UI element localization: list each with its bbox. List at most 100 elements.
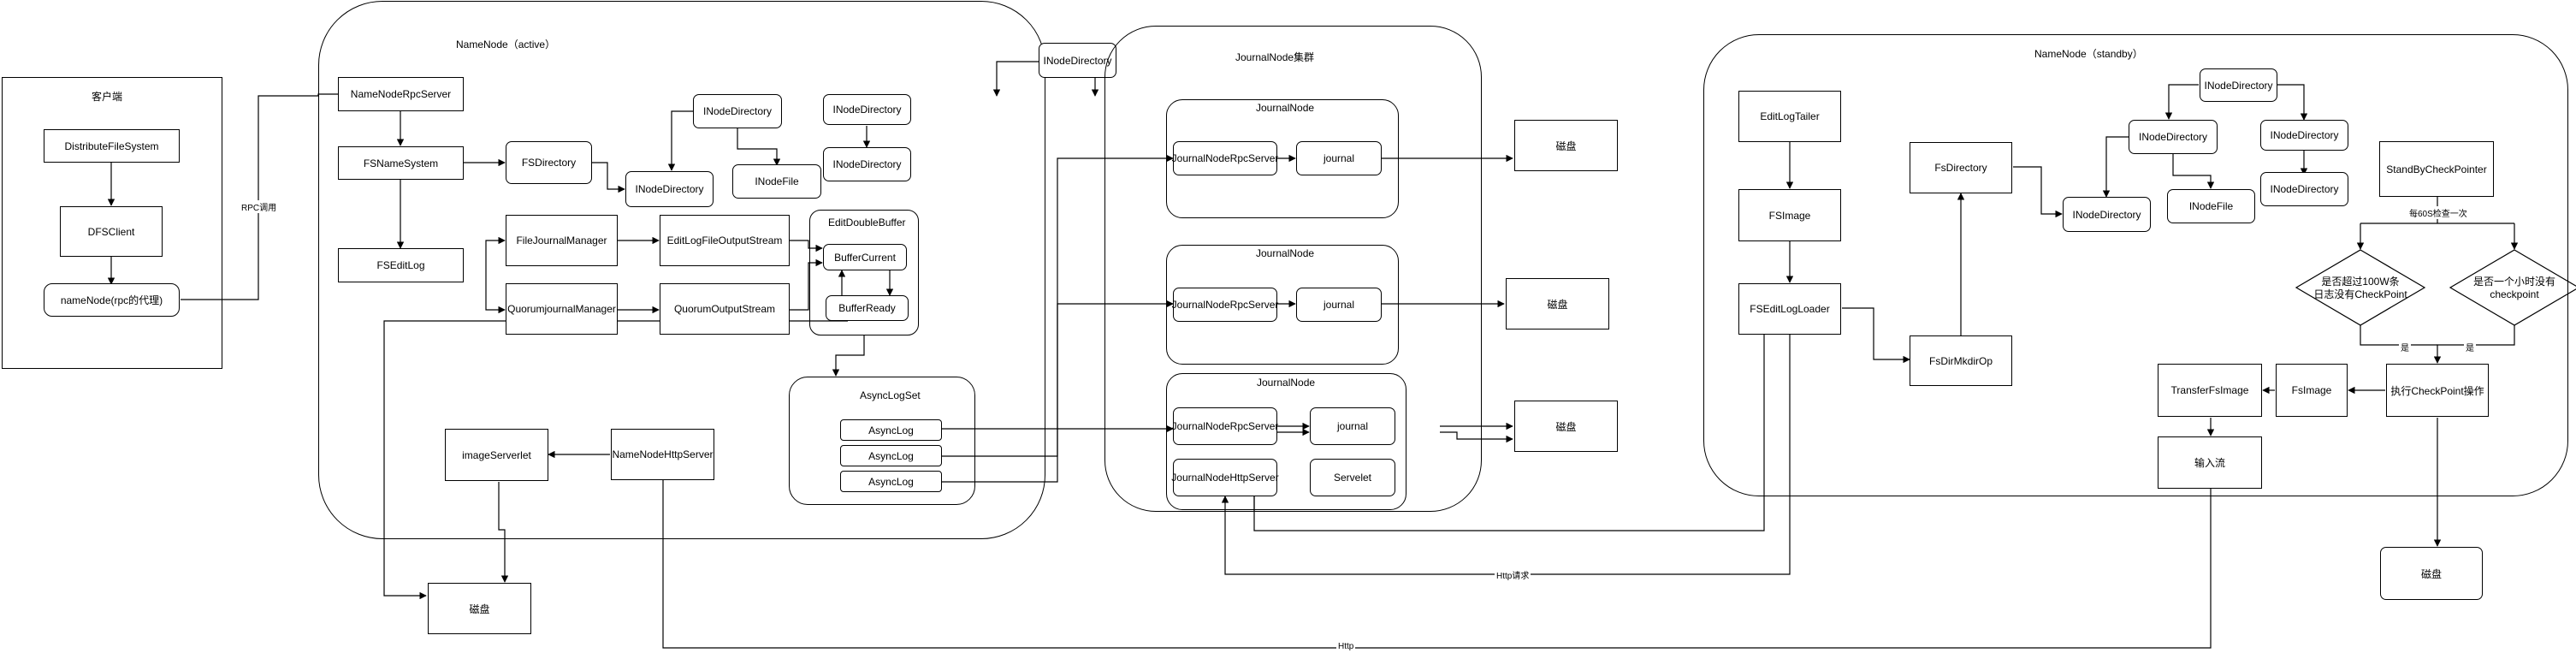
yes-label-2: 是: [2464, 341, 2476, 353]
sb-fs-directory-box[interactable]: FsDirectory: [1910, 142, 2012, 193]
arrow-servlet-to-disk: [1440, 431, 1513, 443]
http-request-label: Http请求: [1495, 568, 1531, 581]
namenode-http-server-box[interactable]: NameNodeHttpServer: [611, 429, 714, 480]
fs-dir-mkdir-op-box[interactable]: FsDirMkdirOp: [1910, 335, 2012, 386]
buffer-ready-box[interactable]: BufferReady: [826, 295, 909, 321]
client-panel: [2, 77, 222, 369]
diamond-editlog-shape: [2295, 249, 2426, 326]
do-checkpoint-box[interactable]: 执行CheckPoint操作: [2386, 364, 2489, 417]
diamond-hour-shape: [2449, 249, 2576, 326]
arrow-quorumstream-to-buffer: [790, 258, 823, 311]
sb-inode-dir-mid-left-box[interactable]: INodeDirectory: [2129, 120, 2218, 154]
active-disk-box[interactable]: 磁盘: [428, 583, 531, 634]
journal-cluster-panel: [1104, 26, 1482, 512]
editlog-tailer-box[interactable]: EditLogTailer: [1738, 91, 1841, 142]
transfer-fsimage-box[interactable]: TransferFsImage: [2158, 364, 2262, 417]
jn3-http-server-box[interactable]: JournalNodeHttpServer: [1171, 459, 1279, 496]
cond-editlog-text: 是否超过100W条 日志没有CheckPoint: [2313, 276, 2407, 300]
cond-hour-text: 是否一个小时没有 checkpoint: [2472, 276, 2555, 300]
namenode-proxy-box[interactable]: nameNode(rpc的代理): [44, 283, 180, 317]
http-label: Http: [1336, 642, 1356, 651]
buffer-current-box[interactable]: BufferCurrent: [823, 244, 907, 270]
async-logset-title: AsyncLogSet: [860, 389, 921, 401]
arrow-sb-inode-top-to-left: [2164, 84, 2199, 120]
distribute-fs-box[interactable]: DistributeFileSystem: [44, 129, 180, 163]
jn3-journal-box[interactable]: journal: [1310, 407, 1395, 445]
arrow-sb-inode-left-to-bottomleft: [2102, 136, 2129, 198]
sb-inode-dir-top-box[interactable]: INodeDirectory: [2200, 68, 2277, 102]
fs-editlog-box[interactable]: FSEditLog: [338, 248, 464, 282]
arrow-loader-to-mkdir: [1842, 307, 1910, 364]
jn1-rpc-server-box[interactable]: JournalNodeRpcServer: [1172, 141, 1278, 175]
arrow-imageservlet-to-disk: [498, 482, 509, 583]
arrow-fsdirectory-to-inodedir: [2013, 166, 2063, 218]
journal-node-3-title: JournalNode: [1257, 377, 1316, 389]
editlog-file-output-stream-box[interactable]: EditLogFileOutputStream: [660, 215, 790, 266]
arrow-sb-inode-left-to-file: [2172, 154, 2215, 189]
arrow-fsdirectory-to-inode: [592, 162, 625, 193]
jn2-disk-box[interactable]: 磁盘: [1506, 278, 1609, 330]
input-stream-box[interactable]: 输入流: [2158, 436, 2262, 489]
async-log-3-box[interactable]: AsyncLog: [840, 471, 942, 492]
arrow-fseditlog-to-filejournal: [485, 236, 506, 265]
jn1-journal-box[interactable]: journal: [1296, 141, 1382, 175]
rpc-call-line: [181, 93, 338, 300]
async-log-1-box[interactable]: AsyncLog: [840, 419, 942, 441]
edit-double-buffer-title: EditDoubleBuffer: [828, 217, 906, 229]
jn1-disk-box[interactable]: 磁盘: [1514, 120, 1618, 171]
arrow-fseditlog-to-quorum: [485, 265, 506, 314]
quorum-journal-manager-box[interactable]: QuorumjournalManager: [506, 283, 618, 335]
sb-disk-box[interactable]: 磁盘: [2380, 547, 2483, 600]
journal-node-1-title: JournalNode: [1256, 102, 1315, 114]
jn2-journal-box[interactable]: journal: [1296, 288, 1382, 322]
dfs-client-box[interactable]: DFSClient: [60, 206, 163, 257]
arrow-outputstream-to-buffer: [790, 240, 823, 252]
rpc-call-label: RPC调用: [240, 200, 279, 213]
yes-label-1: 是: [2399, 341, 2411, 353]
sb-fsimage-box[interactable]: FSImage: [1738, 189, 1841, 241]
file-journal-manager-box[interactable]: FileJournalManager: [506, 215, 618, 266]
async-logset-panel: [789, 377, 975, 505]
arrow-sb-inode-top-to-right: [2277, 84, 2308, 121]
jn3-rpc-server-box[interactable]: JournalNodeRpcServer: [1172, 407, 1278, 445]
inode-dir-mid-left-box[interactable]: INodeDirectory: [693, 94, 782, 128]
active-namenode-panel: [318, 1, 1045, 539]
sb-inode-file-box[interactable]: INodeFile: [2167, 189, 2255, 223]
sb-fsimage2-box[interactable]: FsImage: [2276, 364, 2348, 417]
standby-checkpointer-box[interactable]: StandByCheckPointer: [2379, 141, 2494, 197]
arrow-inode-left-to-bottomleft: [667, 110, 693, 171]
journal-cluster-title: JournalNode集群: [1235, 51, 1315, 63]
arrow-loader-to-journal-servlet: [1253, 290, 1768, 531]
inode-file-box[interactable]: INodeFile: [732, 164, 821, 199]
arrow-cond1-to-checkpoint: [2360, 325, 2437, 346]
sb-inode-dir-bottom-left-box[interactable]: INodeDirectory: [2063, 197, 2151, 232]
fs-editlog-loader-box[interactable]: FSEditLogLoader: [1738, 283, 1841, 335]
inode-dir-top-box[interactable]: INodeDirectory: [1039, 43, 1116, 78]
inode-dir-bottom-left-box[interactable]: INodeDirectory: [625, 171, 714, 207]
fs-directory-box[interactable]: FSDirectory: [506, 141, 592, 184]
standby-namenode-title: NameNode（standby）: [2034, 48, 2143, 60]
journal-node-2-title: JournalNode: [1256, 247, 1315, 259]
arrow-cond2-to-checkpoint: [2433, 325, 2515, 364]
client-title: 客户端: [92, 91, 123, 103]
sb-inode-dir-bottom-right-box[interactable]: INodeDirectory: [2260, 172, 2348, 206]
standby-namenode-panel: [1703, 34, 2568, 496]
journal-node-3-panel: [1166, 373, 1406, 510]
jn3-servlet-box[interactable]: Servelet: [1310, 459, 1395, 496]
async-log-2-box[interactable]: AsyncLog: [840, 445, 942, 466]
jn3-disk-box[interactable]: 磁盘: [1514, 401, 1618, 452]
edit-double-buffer-panel: [809, 210, 919, 335]
jn2-rpc-server-box[interactable]: JournalNodeRpcServer: [1172, 288, 1278, 322]
journal-node-1-panel: [1166, 99, 1399, 218]
image-servlet-box[interactable]: imageServerlet: [445, 429, 548, 481]
inode-dir-mid-right-box[interactable]: INodeDirectory: [823, 94, 911, 125]
check-interval-label: 每60S检查一次: [2407, 206, 2469, 219]
quorum-output-stream-box[interactable]: QuorumOutputStream: [660, 283, 790, 335]
journal-node-2-panel: [1166, 245, 1399, 365]
namenode-rpc-server-box[interactable]: NameNodeRpcServer: [338, 77, 464, 111]
arrow-doublebuffer-to-asynclogset: [832, 335, 865, 377]
sb-inode-dir-mid-right-box[interactable]: INodeDirectory: [2260, 120, 2348, 151]
inode-dir-bottom-right-box[interactable]: INodeDirectory: [823, 147, 911, 181]
active-namenode-title: NameNode（active）: [456, 39, 556, 50]
fs-namesystem-box[interactable]: FSNameSystem: [338, 146, 464, 180]
